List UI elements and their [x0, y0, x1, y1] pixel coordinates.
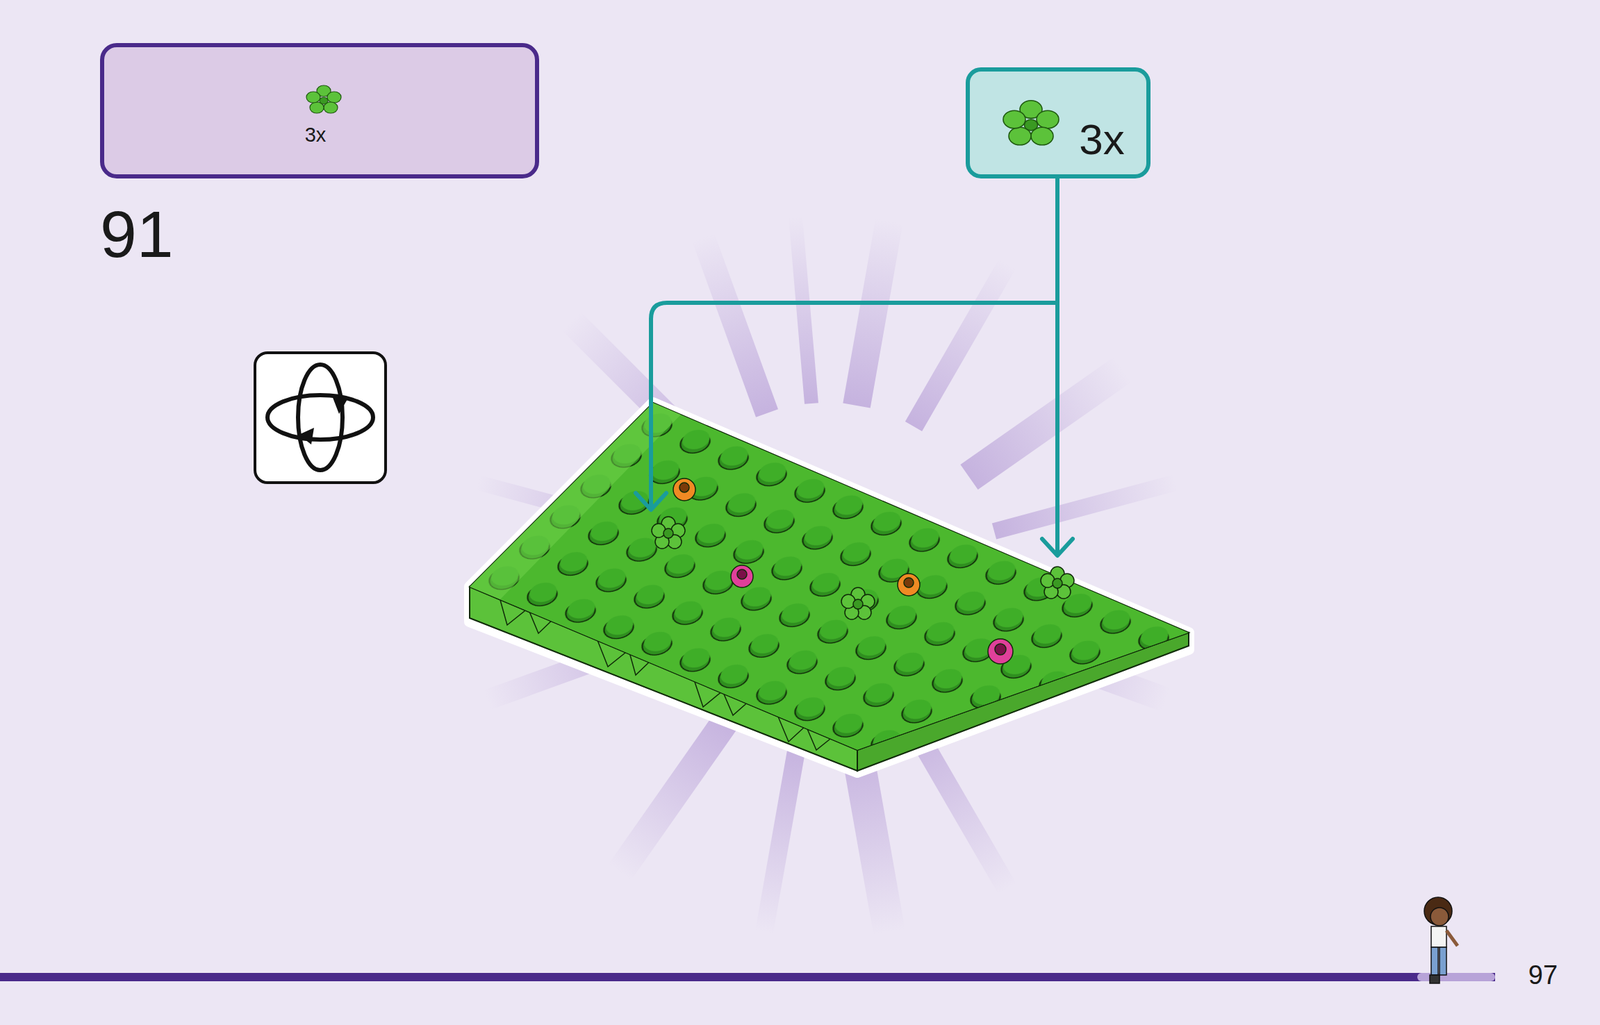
- quantity-label: 3x: [1078, 118, 1125, 162]
- parts-list-box: 3x: [100, 43, 540, 179]
- flower-piece-icon: [302, 83, 345, 119]
- page-number: 97: [1528, 962, 1558, 989]
- callout-box: 3x: [965, 67, 1151, 179]
- quantity-label: 3x: [304, 125, 327, 146]
- flower-piece-icon: [997, 96, 1065, 154]
- step-number: 91: [100, 201, 174, 268]
